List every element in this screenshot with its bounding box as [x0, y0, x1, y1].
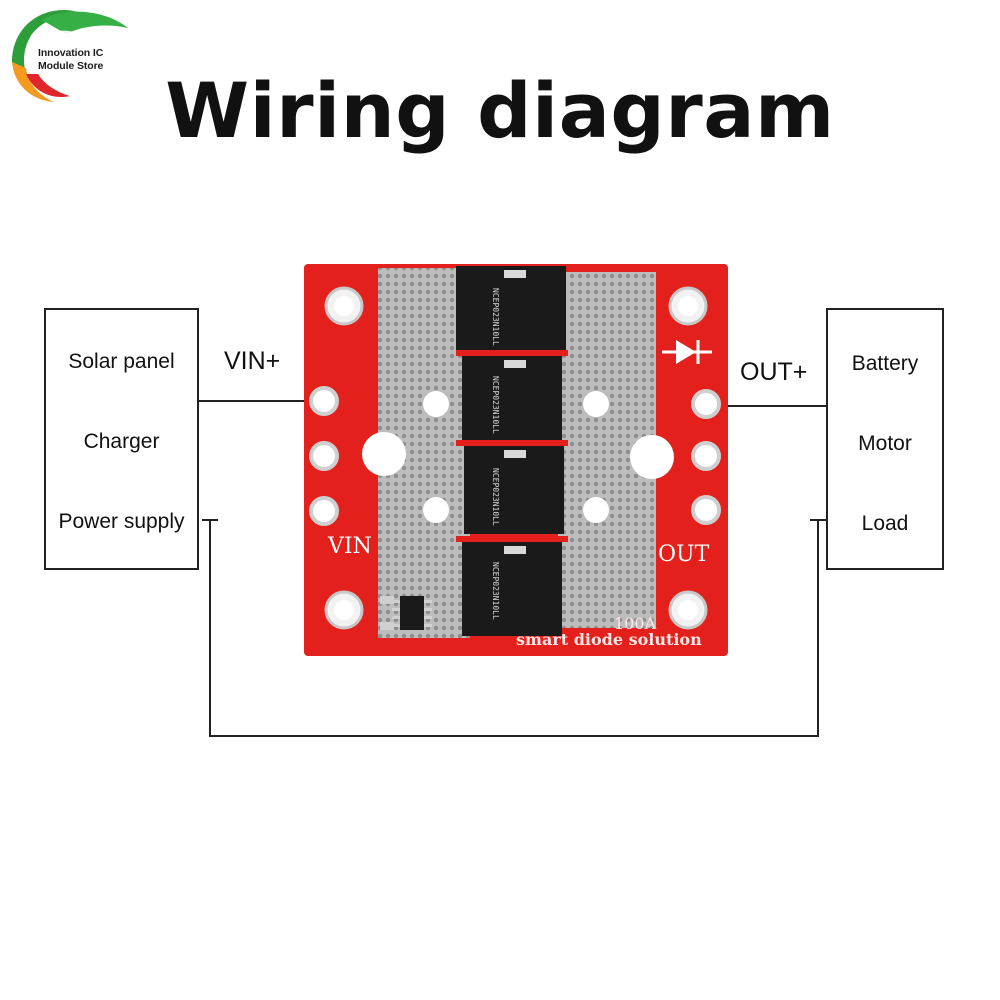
mounting-holes — [324, 286, 708, 630]
mosfet-marking-4: NCEP023N10LL — [491, 562, 500, 620]
pcb-artwork — [304, 264, 728, 656]
logo-leaf-icon — [12, 10, 128, 102]
silkscreen-out: OUT — [658, 542, 710, 567]
diode-icon — [662, 340, 712, 364]
mosfet-array — [456, 266, 568, 636]
logo-text-line1: Innovation IC — [38, 47, 104, 59]
mosfet-marking-1: NCEP023N10LL — [491, 288, 500, 346]
mosfet-marking-2: NCEP023N10LL — [491, 376, 500, 434]
ground-return-wire — [209, 520, 819, 737]
load-battery: Battery — [851, 352, 919, 375]
vin-plus-label: VIN+ — [224, 347, 281, 375]
source-solar-panel: Solar panel — [68, 350, 175, 373]
store-logo: Innovation IC Module Store — [6, 4, 130, 104]
silkscreen-vin: VIN — [328, 534, 372, 559]
logo-text-line2: Module Store — [38, 60, 104, 72]
mosfet-marking-3: NCEP023N10LL — [491, 468, 500, 526]
terminal-holes — [309, 386, 721, 526]
controller-ic — [380, 596, 432, 630]
load-box: Battery Motor Load — [826, 308, 944, 570]
current-rating: 100A — [614, 614, 657, 633]
ideal-diode-board: NCEP023N10LL NCEP023N10LL NCEP023N10LL N… — [304, 264, 728, 656]
source-box: Solar panel Charger Power supply — [44, 308, 199, 570]
source-power-supply: Power supply — [58, 510, 185, 533]
page-title: Wiring diagram — [165, 66, 835, 155]
source-charger: Charger — [83, 430, 160, 453]
out-plus-label: OUT+ — [740, 358, 808, 386]
load-generic: Load — [861, 512, 909, 535]
board-tagline: smart diode solution — [516, 630, 702, 649]
load-motor: Motor — [858, 432, 912, 455]
